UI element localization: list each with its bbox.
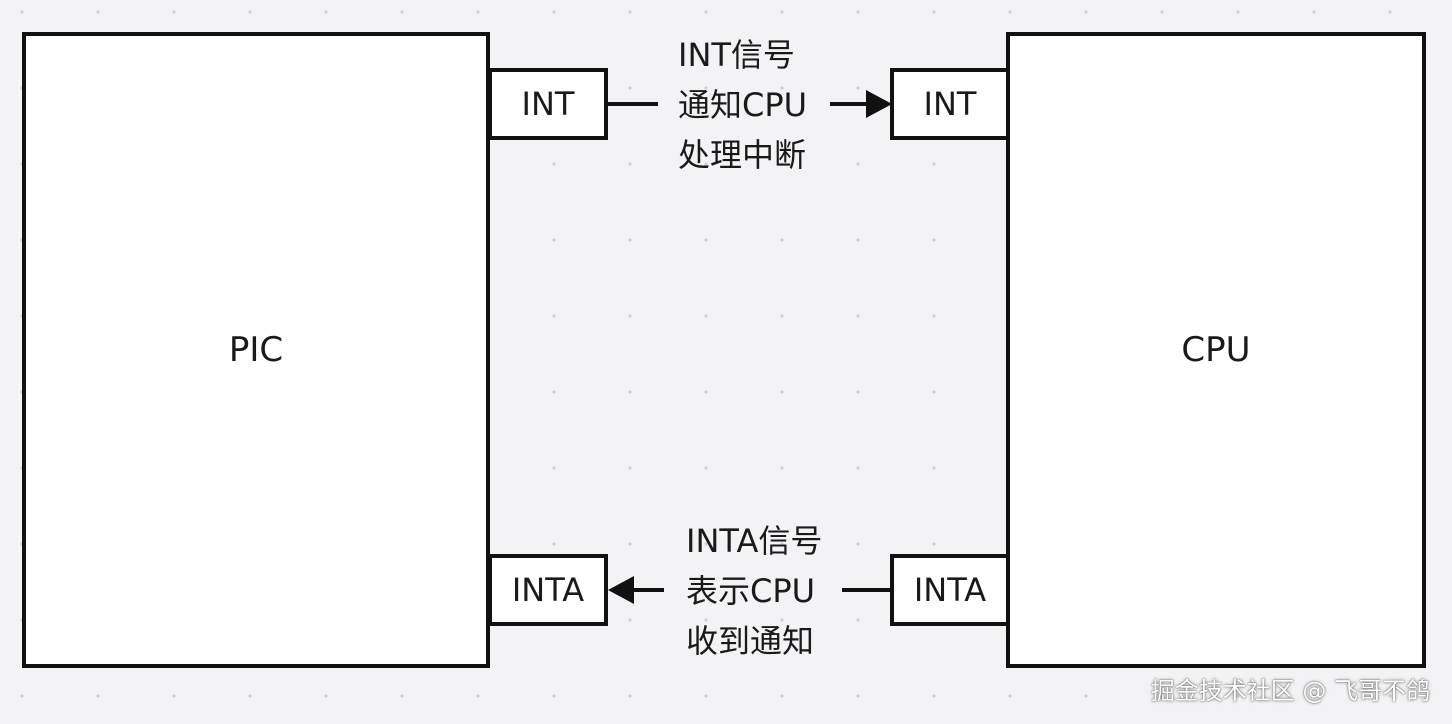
pic-inta-port-label: INTA	[511, 571, 585, 609]
inta-signal-label: INTA信号 表示CPU 收到通知	[686, 516, 822, 666]
int-signal-label: INT信号 通知CPU 处理中断	[678, 30, 807, 180]
inta-signal-label-line: INTA信号	[686, 522, 823, 560]
cpu-int-port-label: INT	[923, 85, 977, 123]
inta-signal-label-line: 收到通知	[686, 622, 815, 660]
int-signal-label-line: 处理中断	[678, 136, 807, 174]
cpu-block[interactable]: CPU	[1006, 32, 1426, 668]
int-signal-label-line: 通知CPU	[678, 86, 808, 124]
int-arrowhead-icon	[866, 90, 892, 118]
cpu-inta-port[interactable]: INTA	[890, 554, 1010, 626]
watermark: 掘金技术社区 @ 飞哥不鸽	[1150, 677, 1430, 705]
pic-label: PIC	[228, 330, 284, 370]
inta-arrowhead-icon	[608, 576, 634, 604]
inta-signal-label-line: 表示CPU	[686, 572, 816, 610]
int-signal-label-line: INT信号	[678, 36, 795, 74]
cpu-int-port[interactable]: INT	[890, 68, 1010, 140]
pic-inta-port[interactable]: INTA	[488, 554, 608, 626]
pic-int-port[interactable]: INT	[488, 68, 608, 140]
cpu-label: CPU	[1181, 330, 1251, 370]
pic-int-port-label: INT	[521, 85, 575, 123]
pic-block[interactable]: PIC	[22, 32, 490, 668]
cpu-inta-port-label: INTA	[913, 571, 987, 609]
